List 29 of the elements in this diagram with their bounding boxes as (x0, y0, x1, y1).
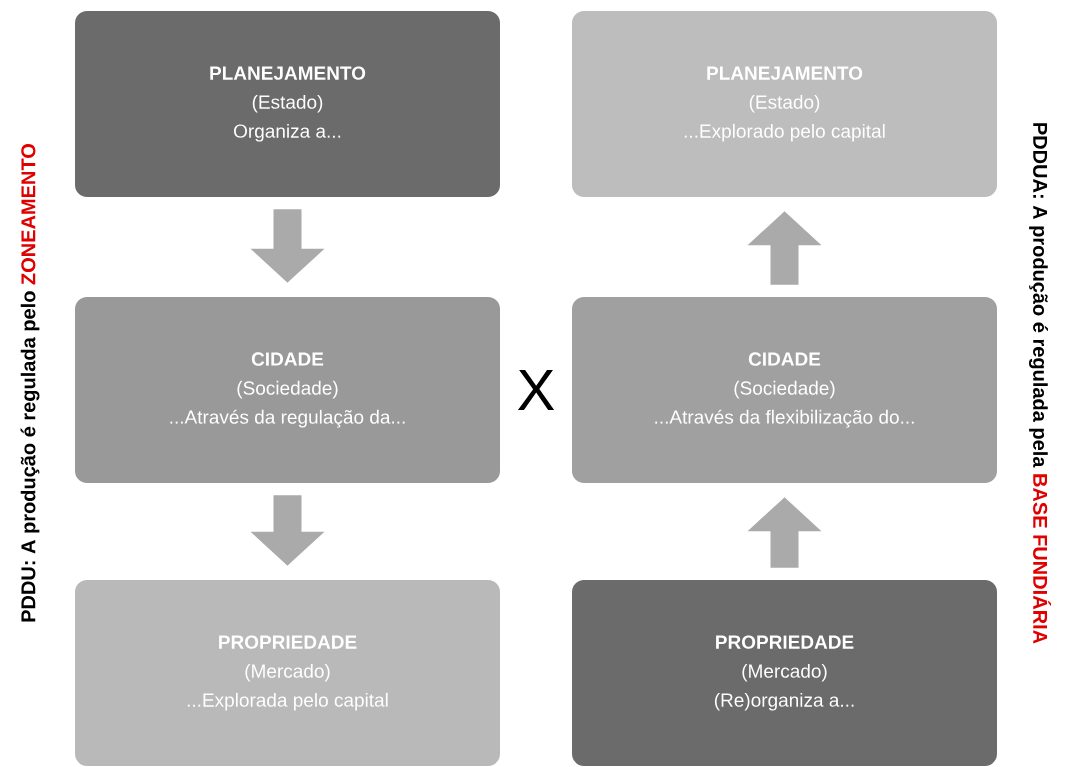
process-box (572, 11, 997, 197)
side-caption: PDDU: A produção é regulada pelo (20, 291, 40, 622)
process-box (75, 580, 500, 766)
highlighted-term: BASE FUNDIÁRIA (1033, 474, 1051, 644)
box-heading: CIDADE (251, 352, 324, 366)
box-text: (Mercado) (245, 663, 330, 682)
side-caption: PDDUA: A produção é regulada pela (1029, 123, 1048, 468)
box-text: (Mercado) (742, 663, 827, 682)
box-text: (Sociedade) (734, 380, 835, 399)
box-heading: PLANEJAMENTO (210, 66, 366, 80)
box-text: (Re)organiza a... (714, 692, 854, 711)
box-heading: CIDADE (748, 352, 821, 366)
box-heading: PROPRIEDADE (219, 635, 357, 649)
box-text: (Sociedade) (237, 380, 338, 399)
highlighted-term: ZONEAMENTO (21, 144, 36, 285)
box-text: (Estado) (252, 94, 323, 113)
versus-sign: X (517, 370, 555, 410)
box-text: ...Através da flexibilização do... (655, 409, 914, 428)
box-text: ...Através da regulação da... (170, 409, 405, 428)
process-box (75, 11, 500, 197)
process-box (572, 297, 997, 483)
box-text: ...Explorado pelo capital (684, 123, 885, 142)
box-text: ...Explorada pelo capital (187, 692, 388, 711)
box-heading: PROPRIEDADE (716, 635, 854, 649)
process-box (572, 580, 997, 766)
box-heading: PLANEJAMENTO (707, 66, 863, 80)
process-box (75, 297, 500, 483)
box-text: Organiza a... (234, 123, 341, 142)
box-text: (Estado) (749, 94, 820, 113)
